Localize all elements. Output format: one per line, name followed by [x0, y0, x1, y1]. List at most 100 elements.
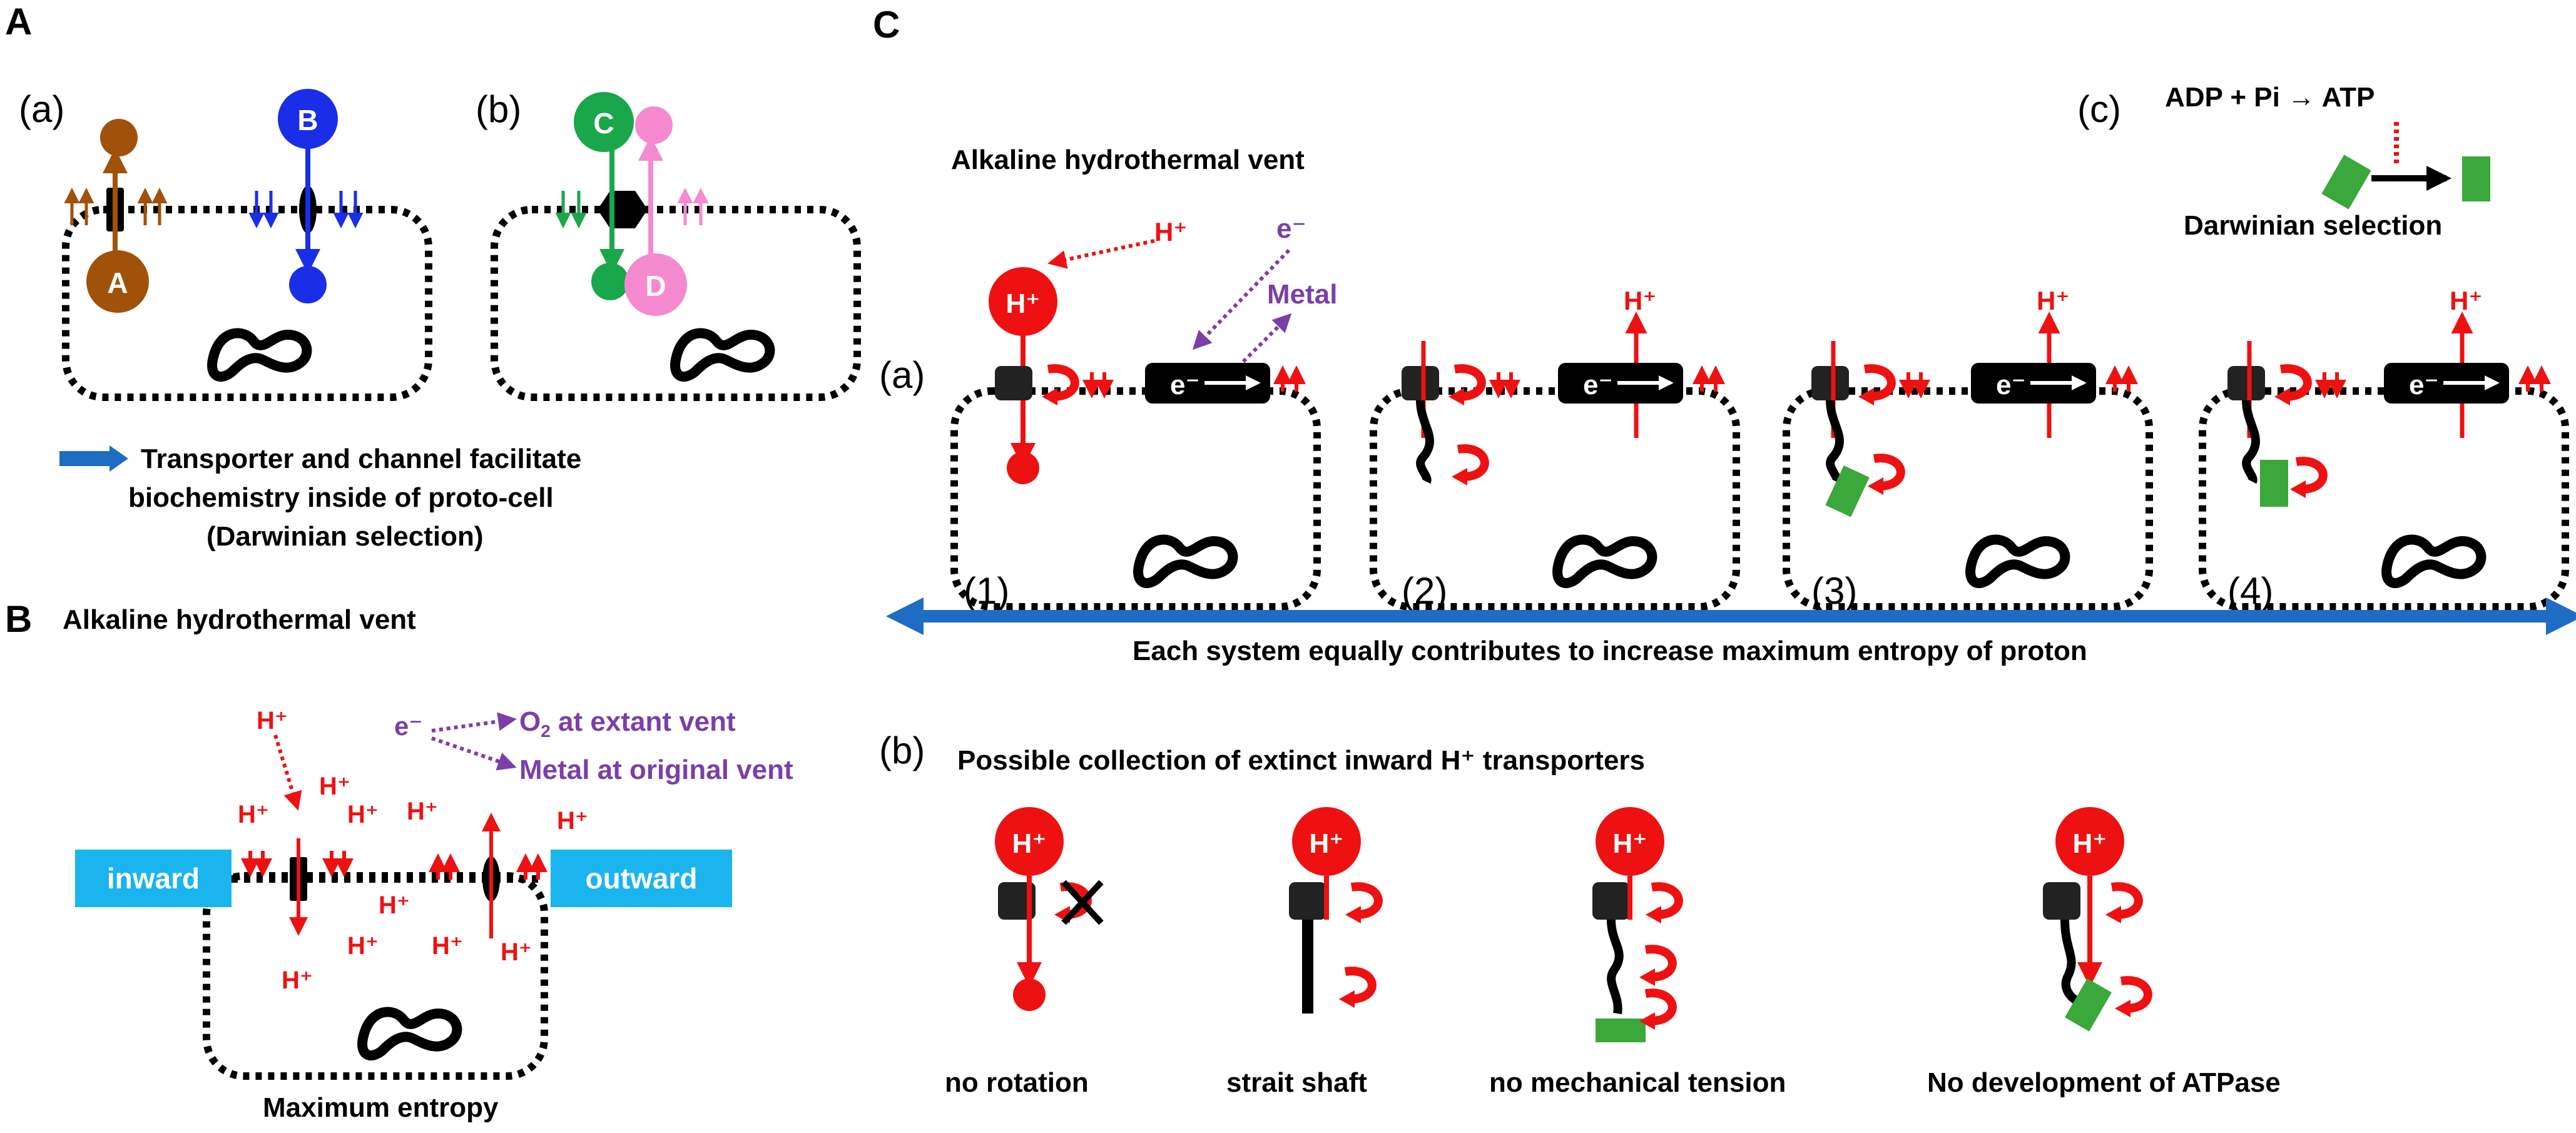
panel-c-label: C [873, 4, 900, 46]
inward-box [75, 850, 232, 907]
rotation-arrow-icon [1448, 368, 1482, 405]
molecule-b-label: B [297, 104, 318, 136]
selection-label: Darwinian selection [2184, 210, 2442, 241]
stage-cell-3: H⁺ e⁻ (3) [1783, 286, 2153, 612]
panel-a: A (a) (b) A B [5, 1, 861, 552]
rotation-arrow-icon [1868, 458, 1901, 495]
proton-ball [989, 267, 1057, 336]
svg-text:e⁻: e⁻ [2409, 370, 2439, 400]
shaft-green-icon [1825, 465, 1870, 517]
molecule-a-outside [100, 119, 138, 156]
molecule-b [278, 89, 338, 149]
variant-strait-shaft: H⁺ [1289, 807, 1378, 1014]
dna-icon [675, 333, 770, 377]
stage-cell-4: H⁺ e⁻ (4) [2199, 286, 2569, 612]
cross-icon [1061, 880, 1104, 925]
transporter-icon [1811, 366, 1849, 400]
variant-no-atpase: H⁺ [2043, 807, 2148, 1032]
electron-label: e⁻ [394, 711, 423, 741]
panel-c: C Alkaline hydrothermal vent (c) ADP + P… [873, 4, 2576, 1098]
panel-c-sub-b: (b) [879, 729, 925, 771]
stage-cell-1: H⁺ e⁻ (1) [950, 267, 1321, 612]
rotation-arrow-icon [1858, 368, 1891, 405]
svg-text:H⁺: H⁺ [1006, 288, 1041, 319]
rotation-arrow-icon [1042, 368, 1075, 405]
shaft-green-icon [2321, 155, 2371, 210]
svg-text:no rotation: no rotation [945, 1067, 1089, 1098]
protocell-b [491, 206, 861, 401]
molecule-c-label: C [593, 107, 614, 140]
svg-text:H⁺: H⁺ [379, 892, 410, 919]
proton-scatter: H⁺ H⁺ H⁺ H⁺ H⁺ H⁺ H⁺ H⁺ H⁺ H⁺ [238, 773, 588, 994]
variant-no-rotation: H⁺ [995, 807, 1104, 1011]
svg-text:H⁺: H⁺ [432, 932, 463, 960]
svg-text:(1): (1) [964, 570, 1009, 612]
protocell-a [62, 206, 432, 401]
svg-text:strait shaft: strait shaft [1226, 1067, 1367, 1098]
molecule-c [574, 92, 634, 152]
svg-text:H⁺: H⁺ [501, 938, 532, 966]
dna-icon [362, 1012, 457, 1056]
svg-text:H⁺: H⁺ [1613, 828, 1647, 859]
metal-label: Metal [1267, 279, 1337, 310]
transporter-icon [2227, 366, 2265, 400]
electron-label: e⁻ [1276, 213, 1306, 244]
entropy-statement: Each system equally contributes to incre… [1133, 636, 2087, 666]
panel-a-sub-a: (a) [19, 88, 64, 130]
panel-a-label: A [5, 1, 32, 43]
svg-text:H⁺: H⁺ [282, 967, 313, 994]
svg-text:(4): (4) [2227, 570, 2273, 612]
svg-text:H⁺: H⁺ [347, 801, 379, 828]
molecule-c-inside [591, 263, 629, 300]
svg-text:(3): (3) [1811, 570, 1857, 612]
svg-text:H⁺: H⁺ [347, 932, 379, 960]
svg-text:H⁺: H⁺ [2450, 286, 2483, 315]
stage-cell-2: H⁺ e⁻ (2) [1370, 286, 1740, 612]
rotation-arrow-icon [1452, 449, 1485, 485]
extinct-labels: no rotation strait shaft no mechanical t… [945, 1067, 2281, 1098]
rotation-arrow-icon [2274, 368, 2308, 405]
svg-text:H⁺: H⁺ [1624, 286, 1657, 315]
inward-label: inward [107, 862, 200, 895]
svg-text:e⁻: e⁻ [1583, 370, 1613, 400]
svg-text:H⁺: H⁺ [319, 773, 350, 800]
svg-text:No development of ATPase: No development of ATPase [1927, 1067, 2281, 1098]
antiporter-icon [598, 191, 648, 228]
shaft-green-icon [2462, 156, 2490, 201]
molecule-a-label: A [107, 267, 128, 299]
panel-c-title: Alkaline hydrothermal vent [951, 145, 1305, 175]
molecule-d [624, 253, 687, 316]
svg-text:e⁻: e⁻ [1996, 370, 2026, 400]
outward-box [551, 850, 732, 907]
outward-label: outward [586, 862, 698, 895]
proton-label: H⁺ [1154, 217, 1188, 246]
svg-text:no mechanical tension: no mechanical tension [1489, 1067, 1786, 1098]
o2-extant-label: O2 at extant vent [519, 706, 736, 741]
svg-text:H⁺: H⁺ [238, 801, 269, 828]
rotation-arrow-icon [2290, 461, 2323, 498]
svg-text:H⁺: H⁺ [2037, 286, 2070, 315]
atp-reaction: ADP + Pi → ATP [2165, 82, 2375, 113]
svg-text:H⁺: H⁺ [1012, 828, 1047, 859]
svg-text:H⁺: H⁺ [557, 807, 588, 835]
panel-a-caption-line1: Transporter and channel facilitate [141, 444, 581, 474]
protocell [203, 872, 548, 1080]
panel-a-sub-b: (b) [476, 88, 521, 130]
panel-c-sub-a: (a) [879, 354, 925, 396]
svg-text:H⁺: H⁺ [2073, 828, 2107, 859]
molecule-d-label: D [645, 270, 666, 302]
dna-icon [212, 333, 307, 377]
transporter-icon [995, 366, 1032, 400]
molecule-d-outside [635, 106, 673, 144]
variant-no-mechanical-tension: H⁺ [1592, 807, 1679, 1042]
panel-b-title: Alkaline hydrothermal vent [63, 604, 416, 635]
svg-text:e⁻: e⁻ [1170, 370, 1200, 400]
molecule-b-inside [289, 266, 327, 303]
panel-b-footer: Maximum entropy [263, 1092, 499, 1123]
panel-a-caption-line2: biochemistry inside of proto-cell [128, 482, 554, 513]
extinct-title: Possible collection of extinct inward H⁺… [957, 745, 1645, 776]
svg-text:H⁺: H⁺ [1310, 828, 1344, 859]
transporter-icon [1402, 366, 1439, 400]
svg-text:H⁺: H⁺ [407, 798, 438, 825]
